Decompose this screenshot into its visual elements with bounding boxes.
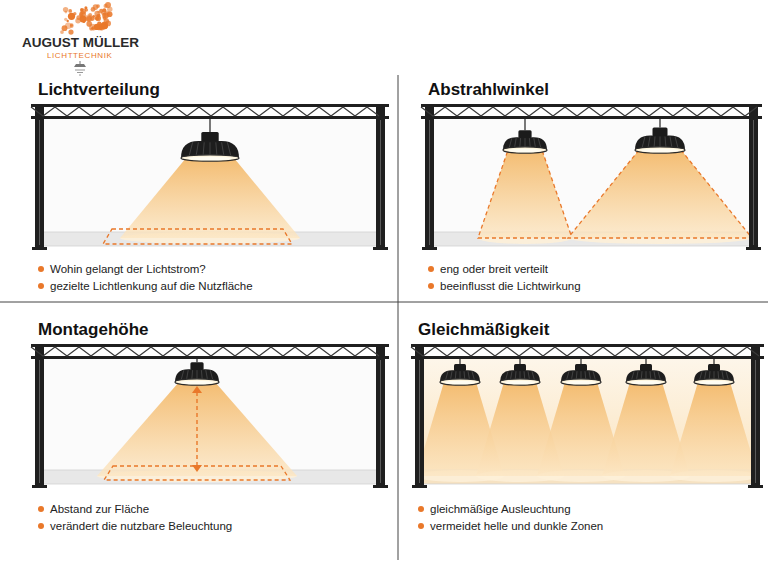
- bullet-dot: [38, 283, 44, 289]
- truss: [31, 344, 389, 488]
- logo-wordmark: AUGUST MÜLLER: [22, 35, 139, 50]
- arrowhead: [192, 386, 202, 393]
- light-cone: [97, 382, 297, 476]
- logo-dot: [91, 7, 96, 12]
- logo-dot: [68, 13, 75, 20]
- logo-subline: LICHTTECHNIK: [47, 51, 112, 60]
- light-cone: [120, 158, 300, 238]
- logo-dot: [85, 8, 88, 11]
- logo-dot: [103, 13, 107, 17]
- scene-light-distribution: [31, 104, 389, 250]
- bullet-dot: [418, 523, 424, 529]
- divider-line: [398, 75, 399, 560]
- truss: [31, 104, 389, 250]
- logo-dot: [105, 2, 111, 8]
- topic-panel: Abstrahlwinkel eng oder breit verteiltbee…: [420, 78, 760, 298]
- logo-dot: [94, 24, 100, 30]
- light-cone: [670, 382, 758, 476]
- logo-dot: [80, 16, 87, 23]
- panel-heading: Abstrahlwinkel: [428, 80, 752, 100]
- panel-heading: Montagehöhe: [38, 320, 384, 340]
- back-wall: [415, 358, 760, 476]
- logo-lamp-icon: [74, 61, 86, 75]
- bullet-dot: [38, 523, 44, 529]
- back-wall: [35, 118, 385, 238]
- light-cone: [568, 150, 752, 238]
- logo-dot: [86, 21, 92, 27]
- logo-dot: [102, 8, 106, 12]
- bullet-dot: [428, 266, 434, 272]
- scene-uniformity: [411, 344, 764, 488]
- bullet-dot: [38, 266, 44, 272]
- logo-dot: [70, 24, 74, 28]
- logo-dot: [67, 20, 69, 22]
- truss: [411, 344, 764, 488]
- target-area: [103, 229, 292, 244]
- bullet-text: Abstand zur Fläche: [50, 501, 384, 517]
- back-wall: [425, 118, 758, 238]
- bullet-dot: [38, 506, 44, 512]
- panel-heading: Gleichmäßigkeit: [418, 320, 754, 340]
- logo-dot: [68, 29, 73, 34]
- highbay-lamp: [175, 359, 219, 385]
- topic-panel: LichtverteilungWohin gelangt der Lichtst…: [30, 78, 392, 298]
- truss: [421, 104, 762, 250]
- logo-dot: [94, 11, 100, 17]
- target-area: [104, 466, 290, 480]
- bullet-dot: [418, 506, 424, 512]
- logo-dot: [70, 23, 74, 27]
- scene-mounting-height: [31, 344, 389, 488]
- bullet-text: eng oder breit verteilt: [440, 261, 752, 277]
- bullet-text: gezielte Lichtlenkung auf die Nutzfläche: [50, 278, 384, 294]
- logo-dot: [65, 11, 68, 14]
- logo-dot: [92, 15, 95, 18]
- highbay-lamp: [440, 359, 480, 385]
- bullet-text: gleichmäßige Ausleuchtung: [430, 501, 754, 517]
- highbay-lamp: [503, 119, 547, 153]
- topic-panel: Gleichmäßigkeit gleichmäßige Ausleuchtung…: [410, 318, 762, 538]
- bullet-text: Wohin gelangt der Lichtstrom?: [50, 261, 384, 277]
- light-cone: [478, 150, 572, 238]
- highbay-lamp: [626, 359, 666, 385]
- divider-line: [0, 302, 768, 303]
- logo-dot: [103, 16, 107, 20]
- logo-dot: [107, 11, 113, 17]
- bullet-text: vermeidet helle und dunkle Zonen: [430, 518, 754, 534]
- highbay-lamp: [694, 359, 734, 385]
- logo-dot: [80, 8, 84, 12]
- bullet-text: beeinflusst die Lichtwirkung: [440, 278, 752, 294]
- logo-dot: [105, 21, 111, 27]
- highbay-lamp: [635, 119, 685, 153]
- bullet-dot: [428, 283, 434, 289]
- highbay-lamp: [561, 359, 601, 385]
- highbay-lamp: [181, 119, 239, 161]
- scene-beam-angle: [421, 104, 762, 250]
- logo-dot: [89, 27, 92, 30]
- logo-dot: [96, 4, 100, 8]
- topic-panel: MontagehöheAbstand zur Flächeverändert d…: [30, 318, 392, 538]
- height-arrow: [196, 392, 197, 466]
- highbay-lamp: [500, 359, 540, 385]
- bullet-text: verändert die nutzbare Beleuchtung: [50, 518, 384, 534]
- logo-mark: [60, 2, 112, 35]
- logo-dot: [68, 9, 72, 13]
- panel-heading: Lichtverteilung: [38, 80, 384, 100]
- arrowhead: [192, 465, 202, 472]
- back-wall: [35, 358, 385, 476]
